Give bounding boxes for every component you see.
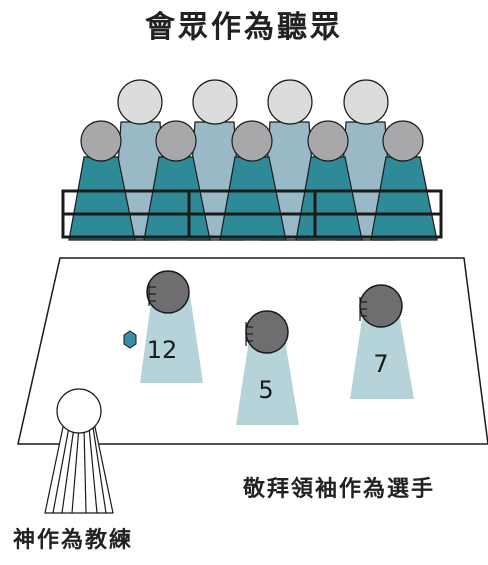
player-number: 5 — [258, 376, 273, 404]
audience-front-row — [68, 120, 438, 241]
microphone-icon — [359, 297, 367, 321]
microphone-icon — [245, 322, 253, 346]
player-12: 12 — [140, 270, 203, 383]
player-head — [245, 310, 289, 354]
player-5: 5 — [236, 310, 299, 425]
audience-member — [68, 120, 136, 241]
railing — [61, 189, 443, 239]
audience-member — [143, 120, 211, 241]
spotlight — [350, 313, 414, 399]
diagram-title: 會眾作為聽眾 — [145, 10, 343, 45]
player-number: 12 — [147, 336, 178, 364]
audience-member — [295, 120, 363, 241]
players-label: 敬拜領袖作為選手 — [242, 476, 435, 502]
spotlight — [236, 340, 299, 425]
audience-member — [219, 120, 287, 241]
player-7: 7 — [350, 284, 414, 399]
ball-icon — [123, 330, 137, 349]
coach-label: 神作為教練 — [13, 527, 133, 553]
audience-member — [370, 120, 438, 241]
player-head — [146, 270, 190, 314]
player-number: 7 — [373, 350, 388, 378]
microphone-icon — [148, 282, 156, 306]
coach-figure — [44, 388, 114, 514]
player-head — [359, 284, 403, 328]
spotlight — [140, 295, 203, 383]
